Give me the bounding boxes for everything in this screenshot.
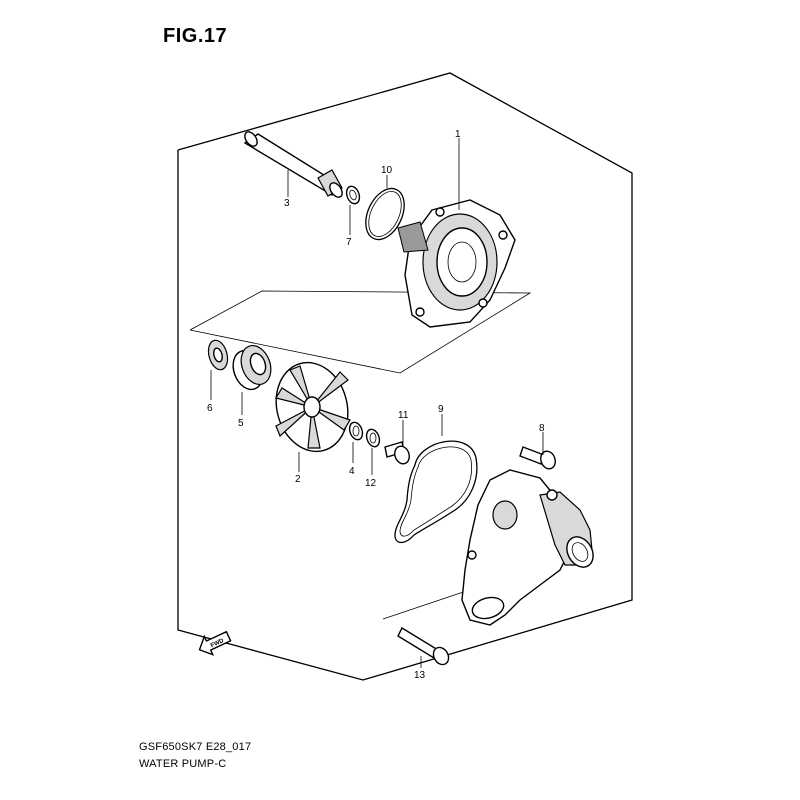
callout-1: 1 — [455, 129, 461, 140]
fwd-label: FWD — [210, 638, 226, 649]
callout-7: 7 — [346, 237, 352, 248]
callout-2: 2 — [295, 474, 301, 485]
bolt-8 — [519, 446, 556, 470]
pump-cover-part — [397, 199, 516, 328]
callout-4: 4 — [349, 466, 355, 477]
callout-10: 10 — [381, 165, 393, 176]
pump-body — [461, 469, 594, 626]
washer-12 — [365, 428, 381, 448]
assembly-outline — [177, 72, 633, 681]
callout-6: 6 — [207, 403, 213, 414]
figure-title: FIG.17 — [163, 25, 228, 47]
washer-7 — [345, 185, 361, 205]
impeller-2 — [275, 361, 351, 453]
mechanical-seal-5 — [232, 345, 272, 391]
callout-9: 9 — [438, 404, 444, 415]
o-ring-10 — [365, 187, 405, 241]
gasket-9 — [394, 440, 478, 544]
callout-12: 12 — [365, 478, 377, 489]
callout-11: 11 — [398, 410, 409, 421]
washer-4 — [348, 421, 364, 441]
shaft-part — [243, 131, 343, 198]
callout-5: 5 — [238, 418, 244, 429]
bolt-13 — [397, 627, 450, 666]
model-code-caption: GSF650SK7 E28_017 — [139, 741, 252, 753]
bolt-11 — [384, 441, 410, 465]
callout-8: 8 — [539, 423, 545, 434]
leader-lines — [210, 138, 544, 668]
callout-3: 3 — [284, 198, 290, 209]
fwd-arrow-icon: FWD — [198, 630, 232, 656]
callout-13: 13 — [414, 670, 426, 681]
sub-assembly-outline — [189, 290, 532, 374]
part-name-caption: WATER PUMP-C — [139, 758, 227, 770]
